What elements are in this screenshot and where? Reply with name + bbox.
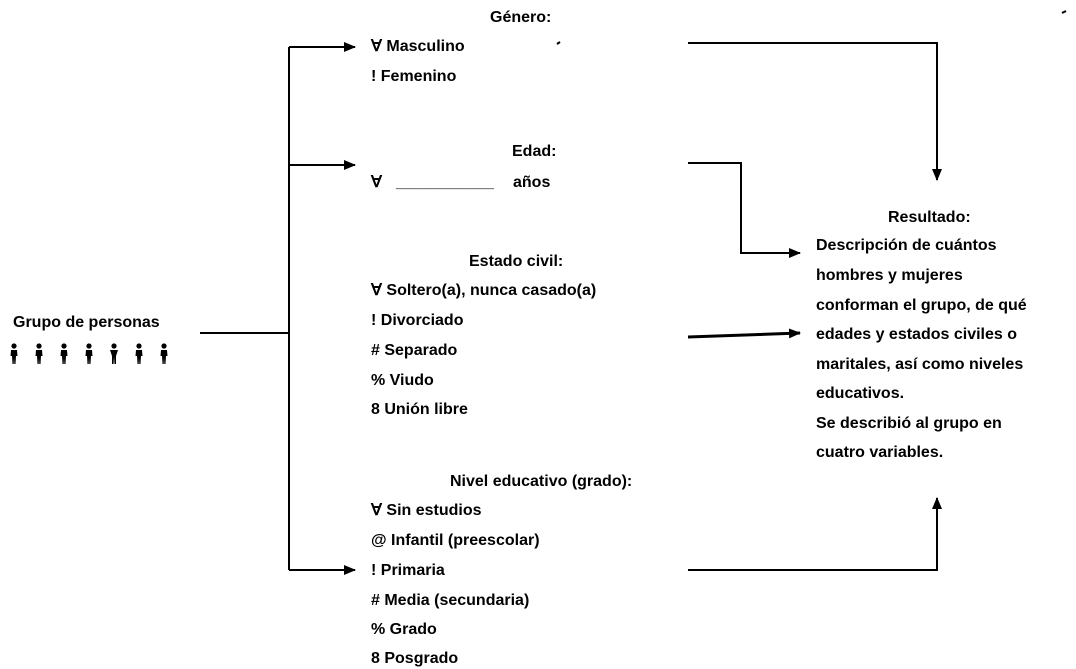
resultado-title: Resultado:: [888, 209, 971, 226]
person-icon: [85, 343, 93, 364]
edad-blank: ___________: [396, 174, 494, 191]
arrow-genero-resultado: [688, 42, 942, 181]
arrow-edad-resultado: [688, 162, 801, 258]
estado-civil-title: Estado civil:: [469, 253, 564, 270]
arrow-estado-civil-resultado: [687, 328, 801, 339]
resultado-line: edades y estados civiles o: [816, 326, 1017, 343]
nivel-educativo-option: ! Primaria: [371, 562, 445, 579]
nivel-educativo-option: 8 Posgrado: [371, 650, 459, 667]
group-label: Grupo de personas: [13, 314, 160, 331]
resultado-line: Se describió al grupo en: [816, 415, 1002, 432]
person-icon: [10, 343, 18, 364]
person-icon: [35, 343, 43, 364]
resultado-line: Descripción de cuántos: [816, 237, 997, 254]
resultado-line: cuatro variables.: [816, 444, 944, 461]
estado-civil-option: 8 Unión libre: [371, 401, 468, 418]
arrow-nivel-resultado: [688, 497, 942, 571]
estado-civil-option: ! Divorciado: [371, 312, 464, 329]
person-icon: [60, 343, 68, 364]
estado-civil-option: # Separado: [371, 342, 458, 359]
genero-option: ∀ Masculino: [371, 38, 465, 55]
genero-option: ! Femenino: [371, 68, 457, 85]
stray-mark: [1061, 10, 1067, 14]
person-icon: [160, 343, 168, 364]
nivel-educativo-option: @ Infantil (preescolar): [371, 532, 540, 549]
estado-civil-option: % Viudo: [371, 372, 434, 389]
stray-mark: [556, 41, 561, 45]
person-icon: [110, 343, 118, 364]
person-icon: [135, 343, 143, 364]
edad-marker: ∀: [371, 174, 382, 191]
edad-title: Edad:: [512, 143, 557, 160]
resultado-line: conforman el grupo, de qué: [816, 297, 1027, 314]
resultado-line: educativos.: [816, 385, 905, 402]
resultado-line: hombres y mujeres: [816, 267, 963, 284]
estado-civil-option: ∀ Soltero(a), nunca casado(a): [371, 282, 597, 299]
genero-title: Género:: [490, 9, 552, 26]
nivel-educativo-option: # Media (secundaria): [371, 592, 530, 609]
people-icons: [8, 343, 188, 367]
nivel-educativo-option: ∀ Sin estudios: [371, 502, 482, 519]
edad-unit: años: [513, 174, 551, 191]
resultado-line: maritales, así como niveles: [816, 356, 1024, 373]
nivel-educativo-option: % Grado: [371, 621, 437, 638]
nivel-educativo-title: Nivel educativo (grado):: [450, 473, 633, 490]
